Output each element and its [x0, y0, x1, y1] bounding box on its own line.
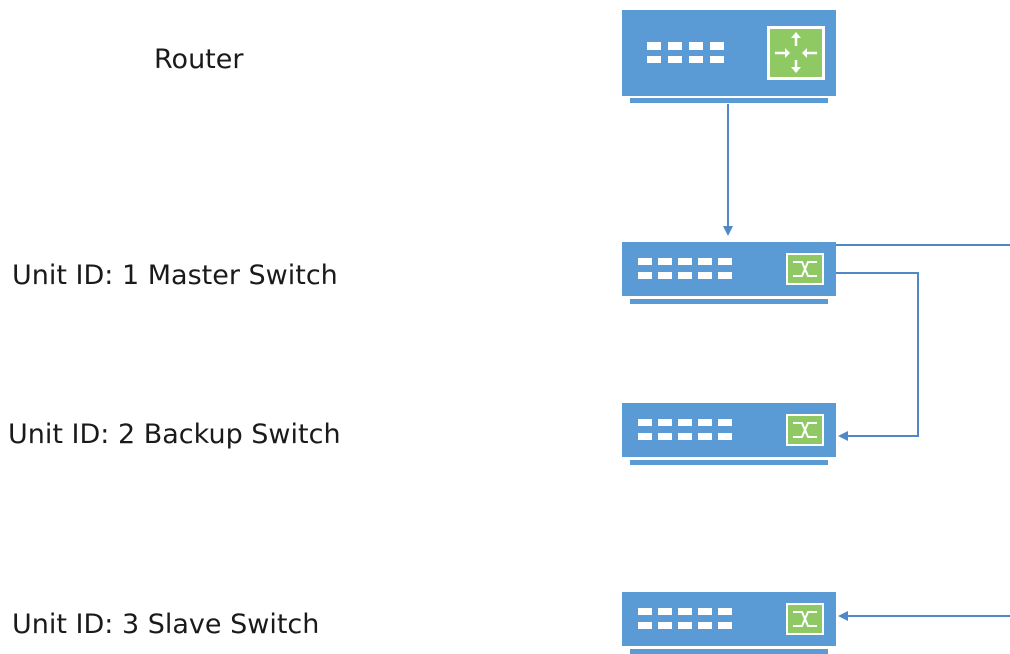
unit3-label: Unit ID: 3 Slave Switch [12, 609, 320, 640]
switch-icon [786, 414, 824, 446]
switch-icon [786, 253, 824, 285]
switch-unit2 [622, 403, 836, 465]
unit1-label: Unit ID: 1 Master Switch [12, 260, 338, 291]
unit1-to-unit2-link [836, 272, 919, 441]
router-device [622, 10, 836, 103]
unit2-label: Unit ID: 2 Backup Switch [8, 419, 341, 450]
switch-unit3 [622, 592, 836, 654]
router-icon [767, 26, 825, 80]
router-ports [647, 42, 724, 63]
switch-unit1 [622, 242, 836, 304]
switch-icon [786, 603, 824, 635]
router-label: Router [154, 44, 244, 75]
